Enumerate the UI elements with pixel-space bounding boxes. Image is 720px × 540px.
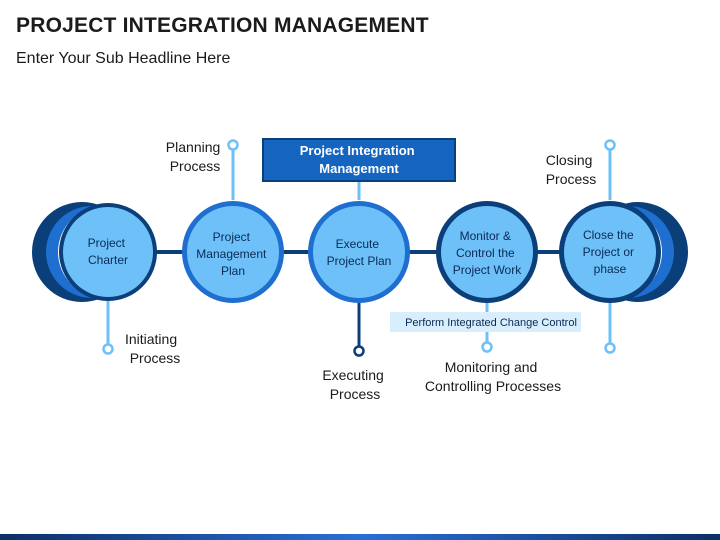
circle-project-charter [59,203,157,301]
integration-management-box: Project Integration Management [262,138,456,182]
caption-planning: Planning Process [166,139,224,174]
circle-label: Execute Project Plan [327,237,392,268]
closing-top-connector-dot [604,139,616,151]
circle-label: Close the Project or phase [583,228,638,276]
circle-label: Monitor & Control the Project Work [453,229,522,277]
executing-connector-dot [353,345,365,357]
initiating-connector-dot [102,343,114,355]
circle-execute-project-plan [308,201,410,303]
planning-connector-dot [227,139,239,151]
caption-initiating: Initiating Process [125,331,181,366]
page-title: PROJECT INTEGRATION MANAGEMENT [16,14,429,37]
circle-close-project [559,201,661,303]
caption-executing: Executing Process [322,367,387,402]
circle-label: Project Management Plan [196,230,269,278]
circle-monitor-control [436,201,538,303]
closing-bottom-connector-dot [604,342,616,354]
circle-project-management-plan [182,201,284,303]
svg-text:Project Integration Mana: Project Integration Management [300,143,418,176]
footer-accent-bar [0,534,720,540]
vertical-connectors [102,139,616,357]
page-subtitle: Enter Your Sub Headline Here [16,50,231,67]
caption-monitoring: Monitoring and Controlling Processes [425,359,561,394]
circle-label: Project Charter [88,236,129,267]
monitoring-connector-dot [481,341,493,353]
svg-text:Perform Integrated Change Cont: Perform Integrated Change Control [405,317,577,329]
caption-closing: Closing Process [546,152,597,187]
change-control-box: Perform Integrated Change Control [390,312,581,332]
